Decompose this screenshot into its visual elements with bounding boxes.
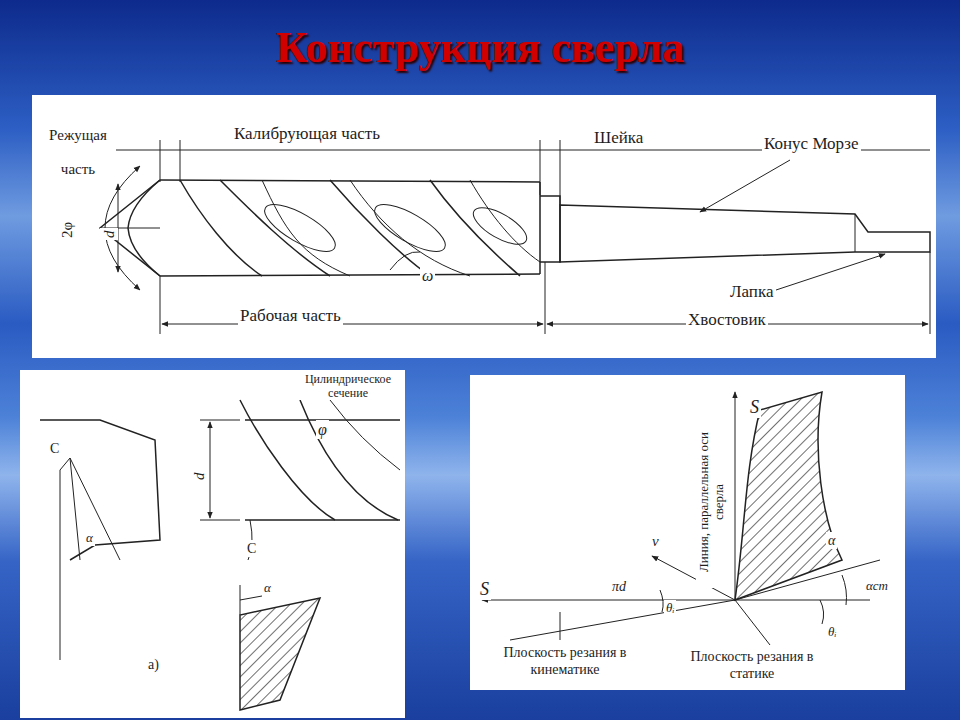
part-label: S [748,396,761,418]
drawing-path [390,252,420,270]
drawing-path [660,590,663,612]
drawing-path [735,392,842,600]
part-label: а) [146,656,161,673]
part-label: C [245,540,258,557]
drawing-path [300,400,398,520]
drawing-line [735,600,870,601]
drawing-line [160,140,161,182]
part-label: Лапка [728,282,776,302]
part-label: Режущая часть [40,118,116,186]
cutting-geometry-right [482,392,880,645]
part-label: v [650,532,661,550]
drawing-path [262,180,350,276]
drawing-path [842,575,847,605]
drawing-line [162,324,543,325]
part-label: θᵢ [664,600,676,616]
drawing-line [855,214,856,252]
drawing-line [160,276,161,334]
left-panel [20,370,405,718]
drawing-line [200,520,240,521]
part-label: α [262,580,273,596]
drawing-line [735,600,770,645]
part-label: θᵢ [826,624,838,640]
drawing-ellipse [468,201,532,252]
drawing-line [700,160,790,212]
part-label: α [826,532,837,549]
drawing-path [160,180,540,276]
drawing-line [510,600,735,640]
drawing-path [220,180,330,276]
drawing-line [240,596,262,600]
drawing-path [240,400,335,520]
part-label: ω [420,266,435,285]
part-label: Шейка [592,128,645,148]
drawing-path [100,180,160,276]
slide-title: Конструкция сверла [0,22,960,73]
part-label: πd [610,578,628,595]
drawing-path [560,205,930,262]
part-label: Плоскость резания в кинематике [488,644,642,678]
drawing-path [70,458,80,560]
part-label: αст [864,578,890,594]
part-label: C [48,440,61,457]
part-label: Калибрующая часть [232,124,382,144]
drawing-path [240,598,320,710]
drawing-line [545,262,546,334]
part-label: S [478,578,491,600]
drawing-line [930,252,931,334]
drawing-line [770,254,885,292]
drawing-line [180,140,181,182]
part-label: d [100,229,118,241]
drawing-path [245,420,400,520]
drawing-line [735,392,736,600]
part-label: Рабочая часть [238,306,343,326]
drill-side-view [40,140,930,334]
drawing-path [70,458,120,560]
drawing-path [330,400,400,470]
part-label: Цилиндрическое сечение [292,372,404,400]
drawing-path [60,458,70,660]
part-label: d [190,471,208,483]
drawing-path [40,420,160,560]
drawing-ellipse [258,196,341,260]
cutting-geometry-left [40,400,400,710]
drawing-line [735,560,880,600]
drawing-line [560,612,561,640]
part-label: φ [316,420,329,439]
drawing-ellipse [368,196,451,260]
top-panel [32,95,936,358]
part-label: Хвостовик [686,310,768,330]
part-label: Конус Морзе [762,134,861,154]
drawing-path [540,182,560,274]
right-panel [470,375,905,690]
drawing-path [180,180,262,276]
part-label: Плоскость резания в статике [680,648,824,682]
drawing-line [210,422,211,518]
part-label: Линия, параллельная оси сверла [696,416,726,588]
drawing-path [470,180,540,262]
drawing-path [430,180,520,276]
part-label: α [84,530,95,546]
drawing-path [820,600,824,624]
drawing-path [330,180,430,276]
part-label: 2φ [58,220,76,240]
drawing-line [200,420,240,421]
drawing-line [482,600,735,601]
drawing-path [350,180,470,276]
